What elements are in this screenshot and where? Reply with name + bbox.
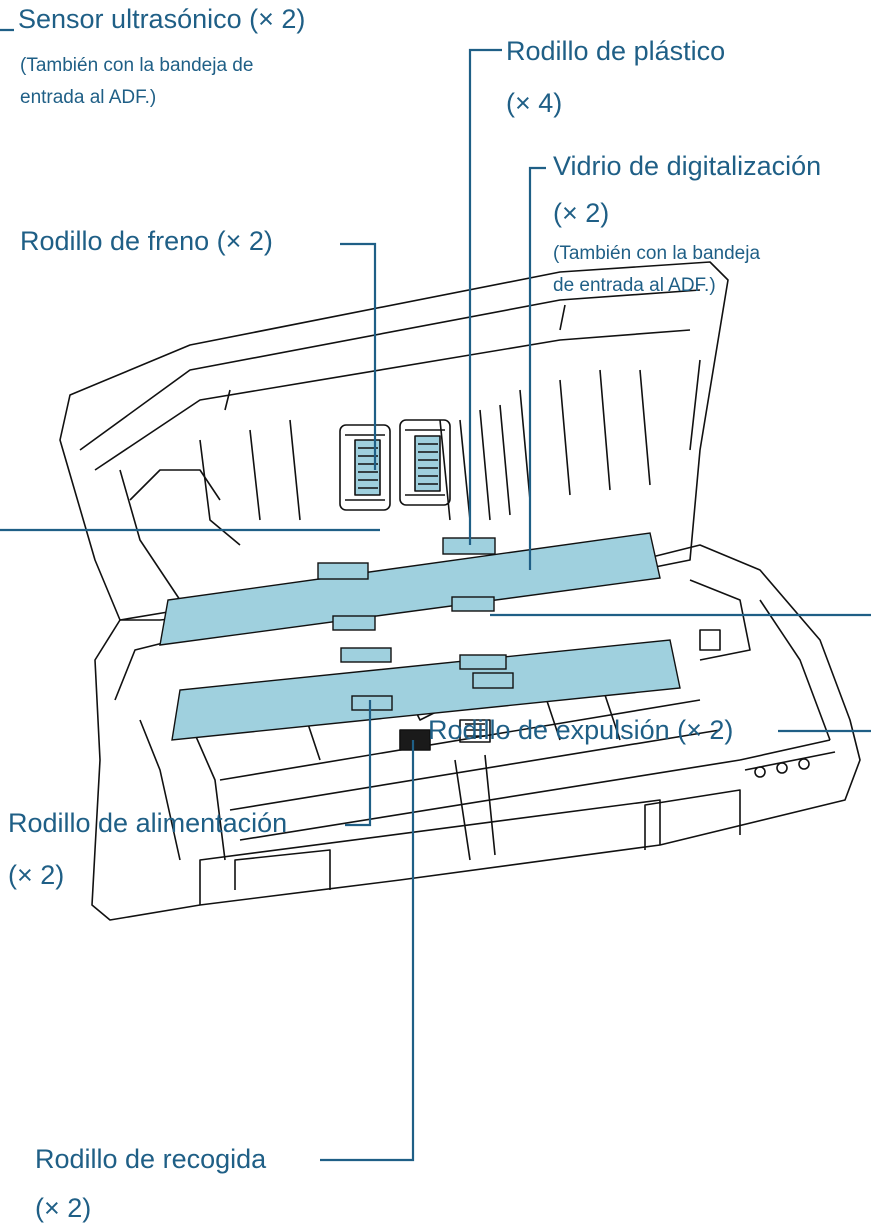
pick-leader (320, 740, 415, 1162)
glass-label: Vidrio de digitalización (553, 151, 822, 181)
feed-roller-count: (× 2) (8, 860, 65, 890)
upper-glass-highlight (159, 532, 661, 646)
sensor-label: Sensor ultrasónico (× 2) (18, 4, 306, 34)
sensor-note-line1: (También con la bandeja de (20, 55, 254, 76)
glass-count: (× 2) (553, 198, 610, 228)
sensor-leader (0, 28, 380, 532)
brake-leader (340, 242, 377, 470)
glass-note-line2: de entrada al ADF.) (553, 275, 716, 296)
brake-roller-label: Rodillo de freno (× 2) (20, 226, 273, 256)
pick-roller-count: (× 2) (35, 1193, 92, 1223)
eject-roller-label: Rodillo de expulsión (× 2) (428, 715, 734, 745)
pick-roller-label: Rodillo de recogida (35, 1144, 267, 1174)
plastic-leader (468, 48, 502, 545)
plastic-roller-label: Rodillo de plástico (506, 36, 726, 66)
eject-leader (490, 613, 871, 733)
glass-note-line1: (También con la bandeja (553, 243, 761, 264)
feed-roller-label: Rodillo de alimentación (8, 808, 288, 838)
feed-leader (345, 700, 372, 827)
lower-glass-highlight (171, 639, 681, 741)
plastic-roller-count: (× 4) (506, 88, 563, 118)
glass-leader (528, 166, 546, 570)
sensor-note-line2: entrada al ADF.) (20, 87, 157, 108)
